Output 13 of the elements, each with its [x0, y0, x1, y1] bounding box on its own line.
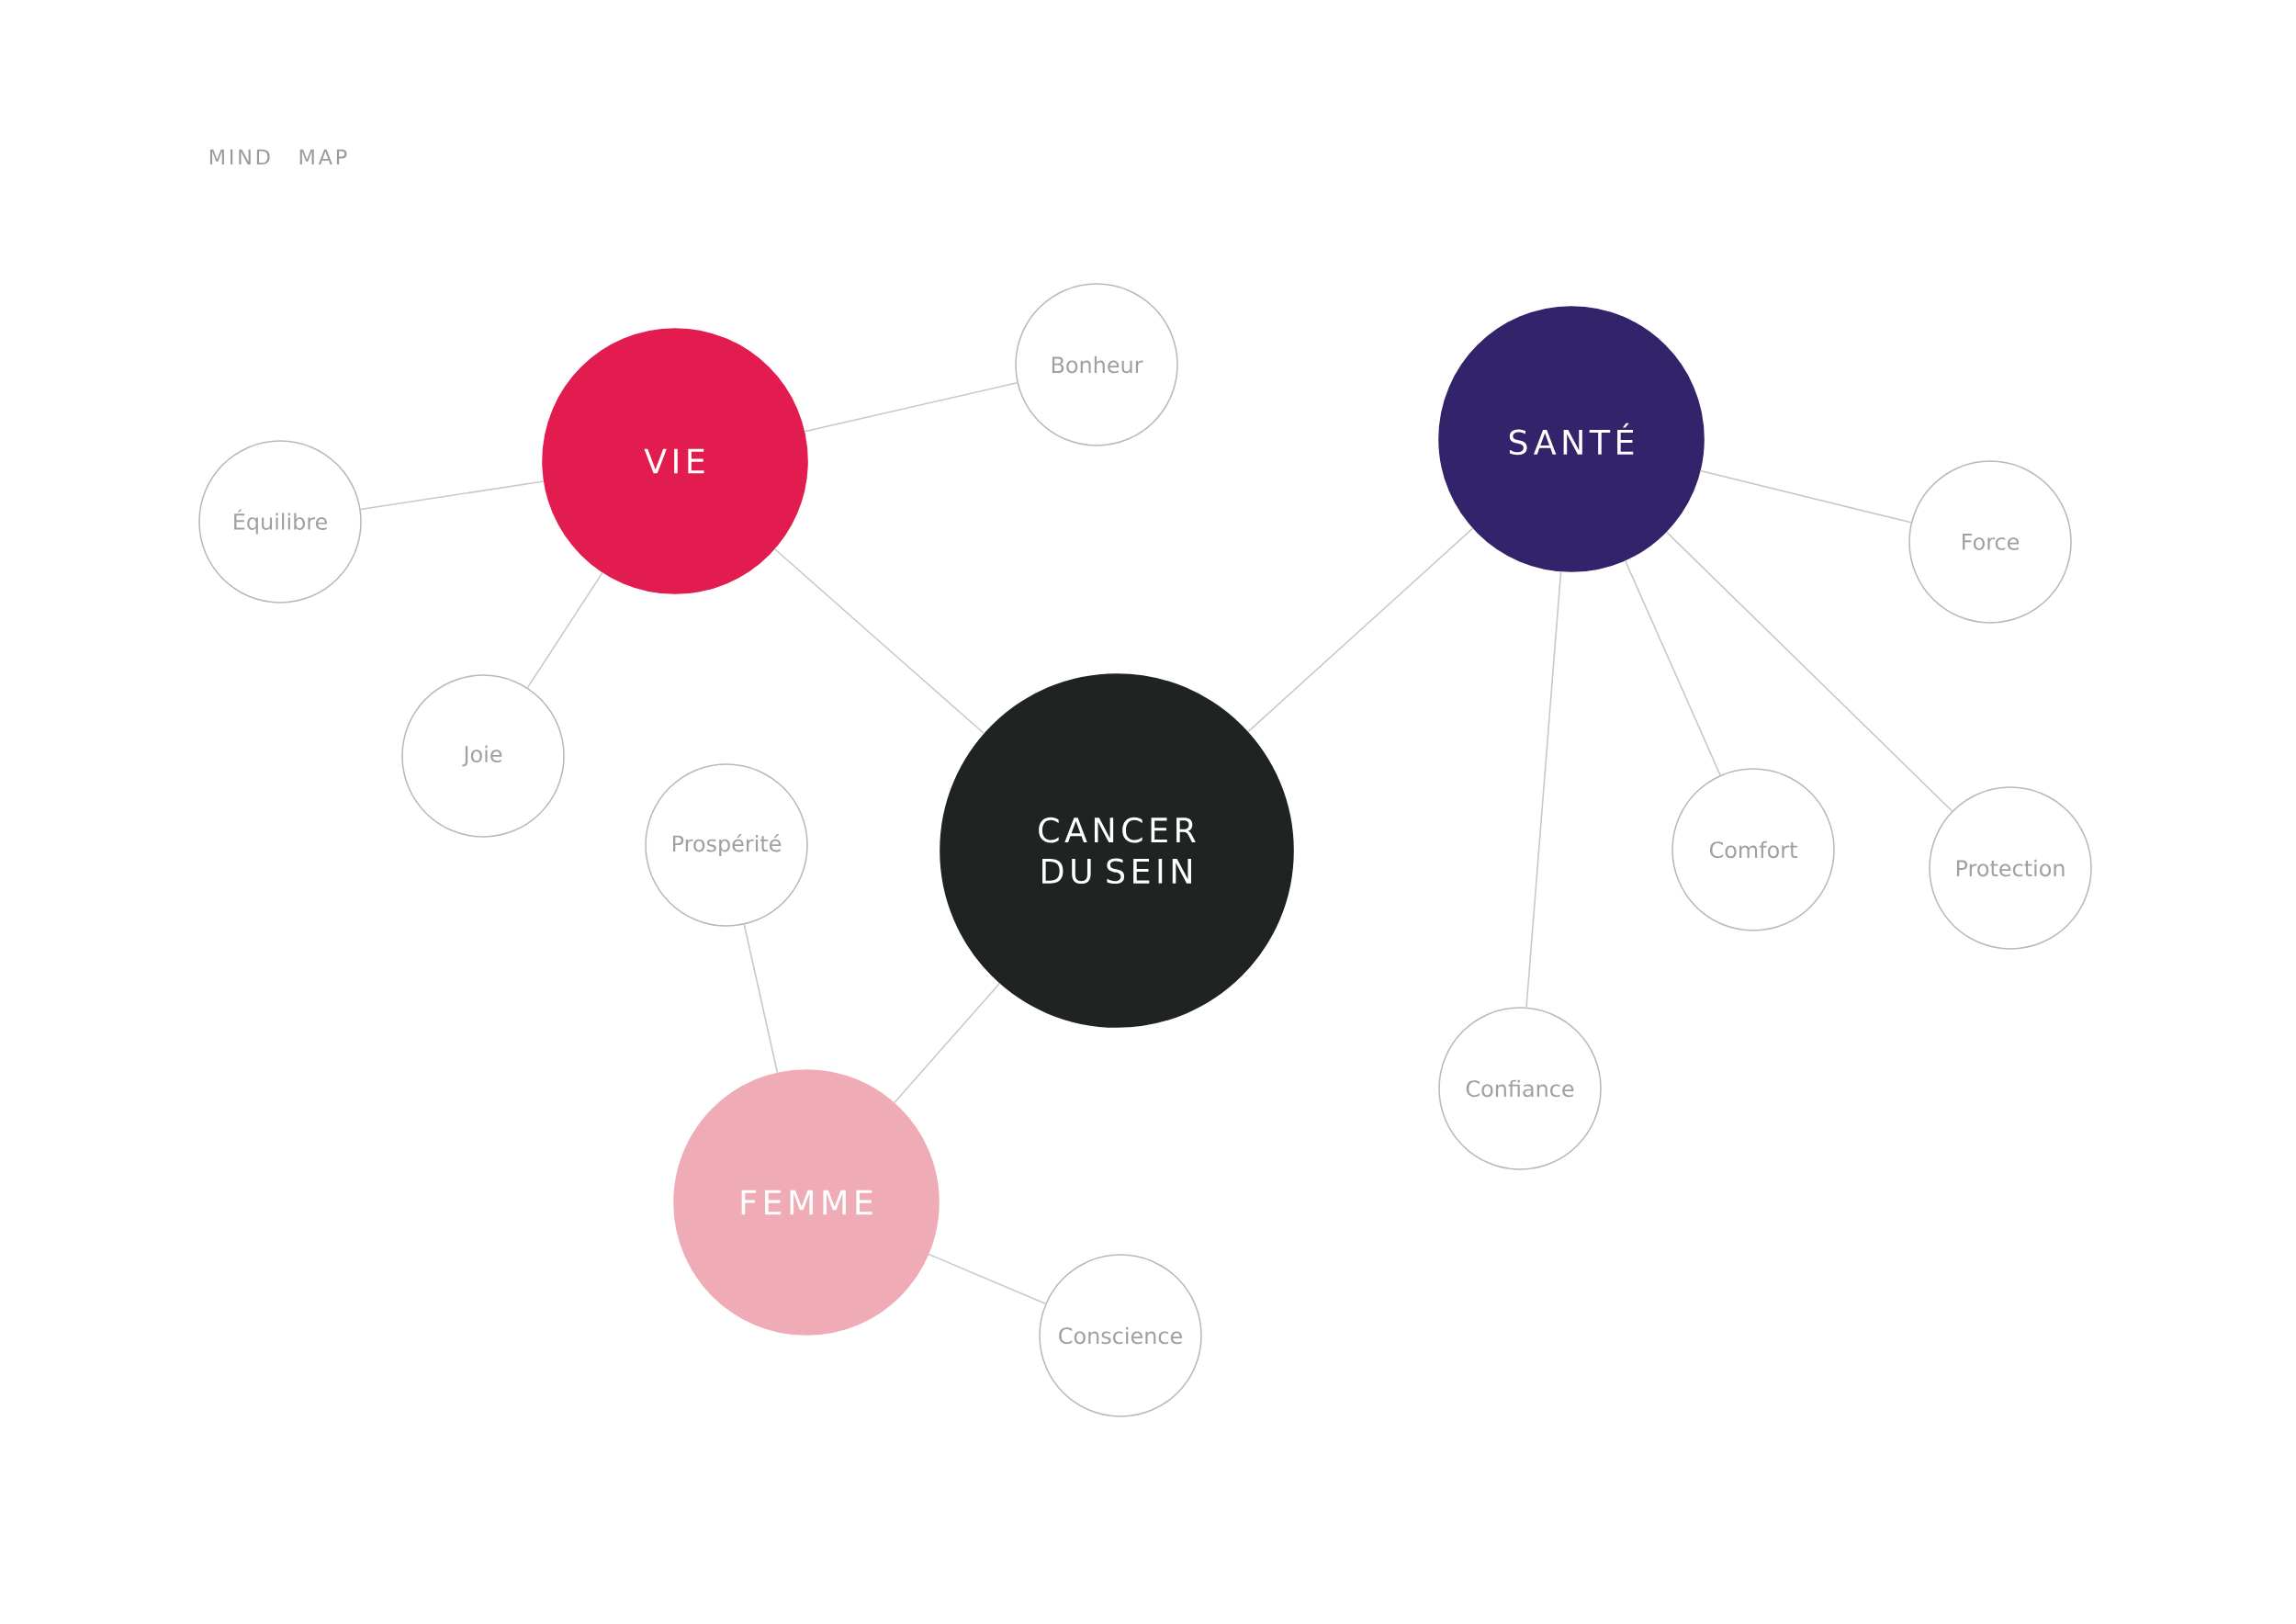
title: MIND MAP [209, 149, 347, 164]
connector-line [1699, 469, 1912, 524]
connector-line [773, 547, 985, 735]
connector-line [928, 1253, 1047, 1305]
connector-line [1525, 570, 1562, 1009]
connector-line [804, 382, 1019, 433]
connector-line [1247, 527, 1474, 733]
connector-line [526, 571, 603, 689]
connector-line [1624, 559, 1721, 776]
connector-line [743, 923, 779, 1074]
connector-line [1665, 531, 1953, 812]
connector-line [359, 480, 545, 511]
connector-line [894, 982, 1001, 1104]
